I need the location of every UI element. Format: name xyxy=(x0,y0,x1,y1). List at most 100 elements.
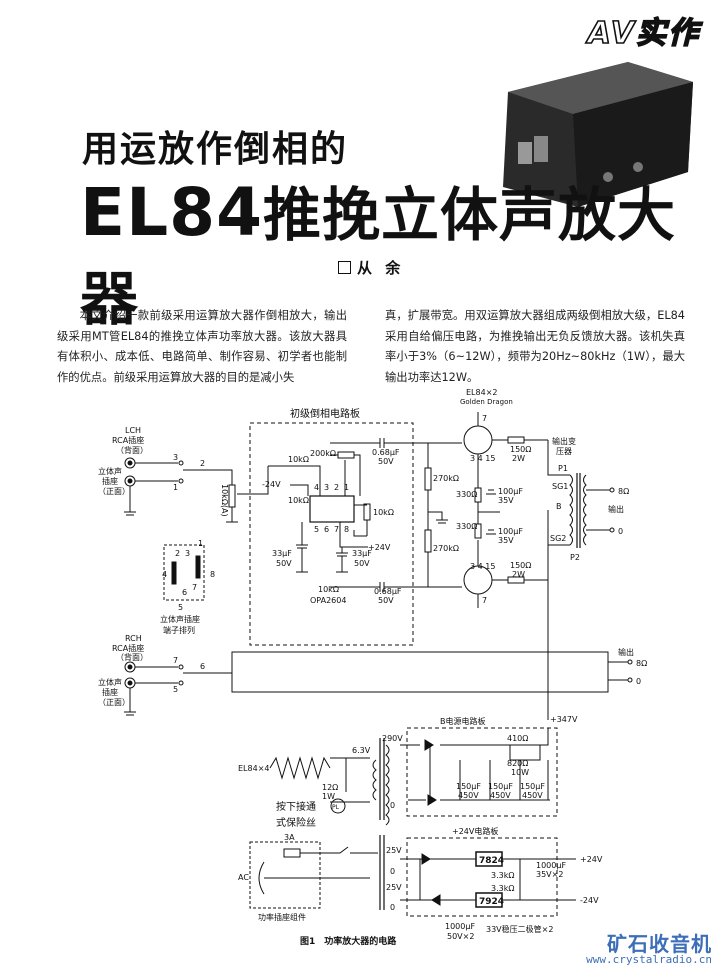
c-1000-b-volt: 50V×2 xyxy=(447,932,474,941)
r-330-b: 330Ω xyxy=(456,522,477,531)
ic-7824-label: 7824 xyxy=(479,856,504,866)
rch-back-label: （背面） xyxy=(116,652,148,662)
lch-label: LCH xyxy=(125,426,141,435)
ac-label: AC xyxy=(238,873,249,882)
c-150-b-volt: 450V xyxy=(490,791,511,800)
tube-label: EL84×2 xyxy=(466,388,497,397)
title-rest: 推挽立体声放大器 xyxy=(80,181,677,333)
lch-jack-label: 插座 xyxy=(102,476,118,486)
opamp-pin-3: 3 xyxy=(324,483,329,492)
r-10k-a: 10kΩ xyxy=(288,455,309,464)
lch-stereo-label: 立体声 xyxy=(98,466,122,476)
c-068-top: 0.68μF xyxy=(372,448,400,457)
heater-chain xyxy=(269,756,331,780)
author-name: 从 余 xyxy=(357,259,405,277)
r-150-a-watt: 2W xyxy=(512,454,525,463)
out-pos24: +24V xyxy=(580,855,603,864)
fuse-3a: 3A xyxy=(284,833,295,842)
r-150-b: 150Ω xyxy=(510,561,531,570)
v-25-b: 25V xyxy=(386,883,402,892)
ot-sg2: SG2 xyxy=(550,534,566,543)
tube-v1 xyxy=(463,425,493,455)
fuse-label-2: 式保险丝 xyxy=(276,816,316,829)
lch-pin-3: 3 xyxy=(173,453,178,462)
r-200k: 200kΩ xyxy=(310,449,336,458)
out-neg24: -24V xyxy=(580,896,599,905)
c-150-a: 150μF xyxy=(456,782,481,791)
watermark-url: www.crystalradio.cn xyxy=(586,953,712,966)
out-0: 0 xyxy=(618,527,623,536)
r-10k-b: 10kΩ xyxy=(373,508,394,517)
el84x4-label: EL84×4 xyxy=(238,764,269,773)
c-150-c: 150μF xyxy=(520,782,545,791)
jp-4: 4 xyxy=(162,570,167,579)
jack-strip-2: 端子排列 xyxy=(163,625,195,635)
ot-sg1: SG1 xyxy=(552,482,568,491)
opamp-chip xyxy=(309,495,355,523)
rch-rca-label: RCA插座 xyxy=(112,643,144,653)
c-33u-b-volt: 50V xyxy=(354,559,370,568)
jack-strip-1: 立体声插座 xyxy=(160,614,200,624)
opamp-label: OPA2604 xyxy=(310,596,346,605)
c-1000-b: 1000μF xyxy=(445,922,475,931)
output-transformer xyxy=(569,474,587,546)
rch-out-8ohm: 8Ω xyxy=(636,659,647,668)
c-150-a-volt: 450V xyxy=(458,791,479,800)
jp-1: 1 xyxy=(198,539,203,548)
socket-label: 功率插座组件 xyxy=(258,912,306,922)
author-byline: 从 余 xyxy=(338,257,404,278)
r-270k-a: 270kΩ xyxy=(433,474,459,483)
c-33u-b: 33μF xyxy=(352,549,372,558)
v-25-a: 25V xyxy=(386,846,402,855)
opamp-pin-7: 7 xyxy=(334,525,339,534)
watermark-logo: 矿石收音机 xyxy=(607,932,712,956)
title-line-1: 用运放作倒相的 xyxy=(82,129,349,170)
zero-b: 0 xyxy=(390,867,395,876)
preamp-board-label: 初级倒相电路板 xyxy=(290,407,360,420)
pilot-lamp xyxy=(330,798,346,814)
r-33k-a: 3.3kΩ xyxy=(491,871,514,880)
r-270k-b: 270kΩ xyxy=(433,544,459,553)
rch-pin-6: 6 xyxy=(200,662,205,671)
pos24v-label: +24V xyxy=(368,543,391,552)
r-10k-d: 10kΩ xyxy=(318,585,339,594)
rch-channel-block xyxy=(231,651,609,693)
tube1-pin-7: 7 xyxy=(482,414,487,423)
ot-p1: P1 xyxy=(558,464,568,473)
zero-a: 0 xyxy=(390,801,395,810)
zero-c: 0 xyxy=(390,903,395,912)
r-12: 12Ω xyxy=(322,783,338,792)
c-1000-a-volt: 35V×2 xyxy=(536,870,563,879)
opamp-pin-2: 2 xyxy=(334,483,339,492)
jp-3: 3 xyxy=(185,549,190,558)
pot-label: 10kΩ(A) xyxy=(220,484,229,517)
pos24-board-outline xyxy=(406,837,558,917)
rch-pin-5: 5 xyxy=(173,685,178,694)
r-410: 410Ω xyxy=(507,734,528,743)
tube2-pin-7: 7 xyxy=(482,596,487,605)
title-model: EL84 xyxy=(80,174,263,251)
tube2-pins: 3 4 15 xyxy=(470,562,495,571)
title-line-2: EL84推挽立体声放大器 xyxy=(80,168,720,336)
c-068-top-volt: 50V xyxy=(378,457,394,466)
pilot-lamp-label: PL xyxy=(332,804,340,811)
c-068-bot: 0.68μF xyxy=(374,587,402,596)
opamp-pin-1: 1 xyxy=(344,483,349,492)
c-150-c-volt: 450V xyxy=(522,791,543,800)
c-1000-a: 1000μF xyxy=(536,861,566,870)
jp-6: 6 xyxy=(182,588,187,597)
pos24-board-label: +24V电路板 xyxy=(452,826,498,836)
out-8ohm: 8Ω xyxy=(618,487,629,496)
section-tag: AV实作 xyxy=(587,15,700,52)
ac-socket-block xyxy=(249,841,321,909)
jack-pin-diagram xyxy=(163,544,205,601)
figure-caption: 图1 功率放大器的电路 xyxy=(300,935,397,947)
c-33u-a: 33μF xyxy=(272,549,292,558)
r-820: 820Ω xyxy=(507,759,528,768)
fuse-label-1: 按下接通 xyxy=(276,800,316,813)
jp-5: 5 xyxy=(178,603,183,612)
zener-label: 33V稳压二极管×2 xyxy=(486,924,553,934)
jp-2: 2 xyxy=(175,549,180,558)
r-10k-c: 10kΩ xyxy=(288,496,309,505)
